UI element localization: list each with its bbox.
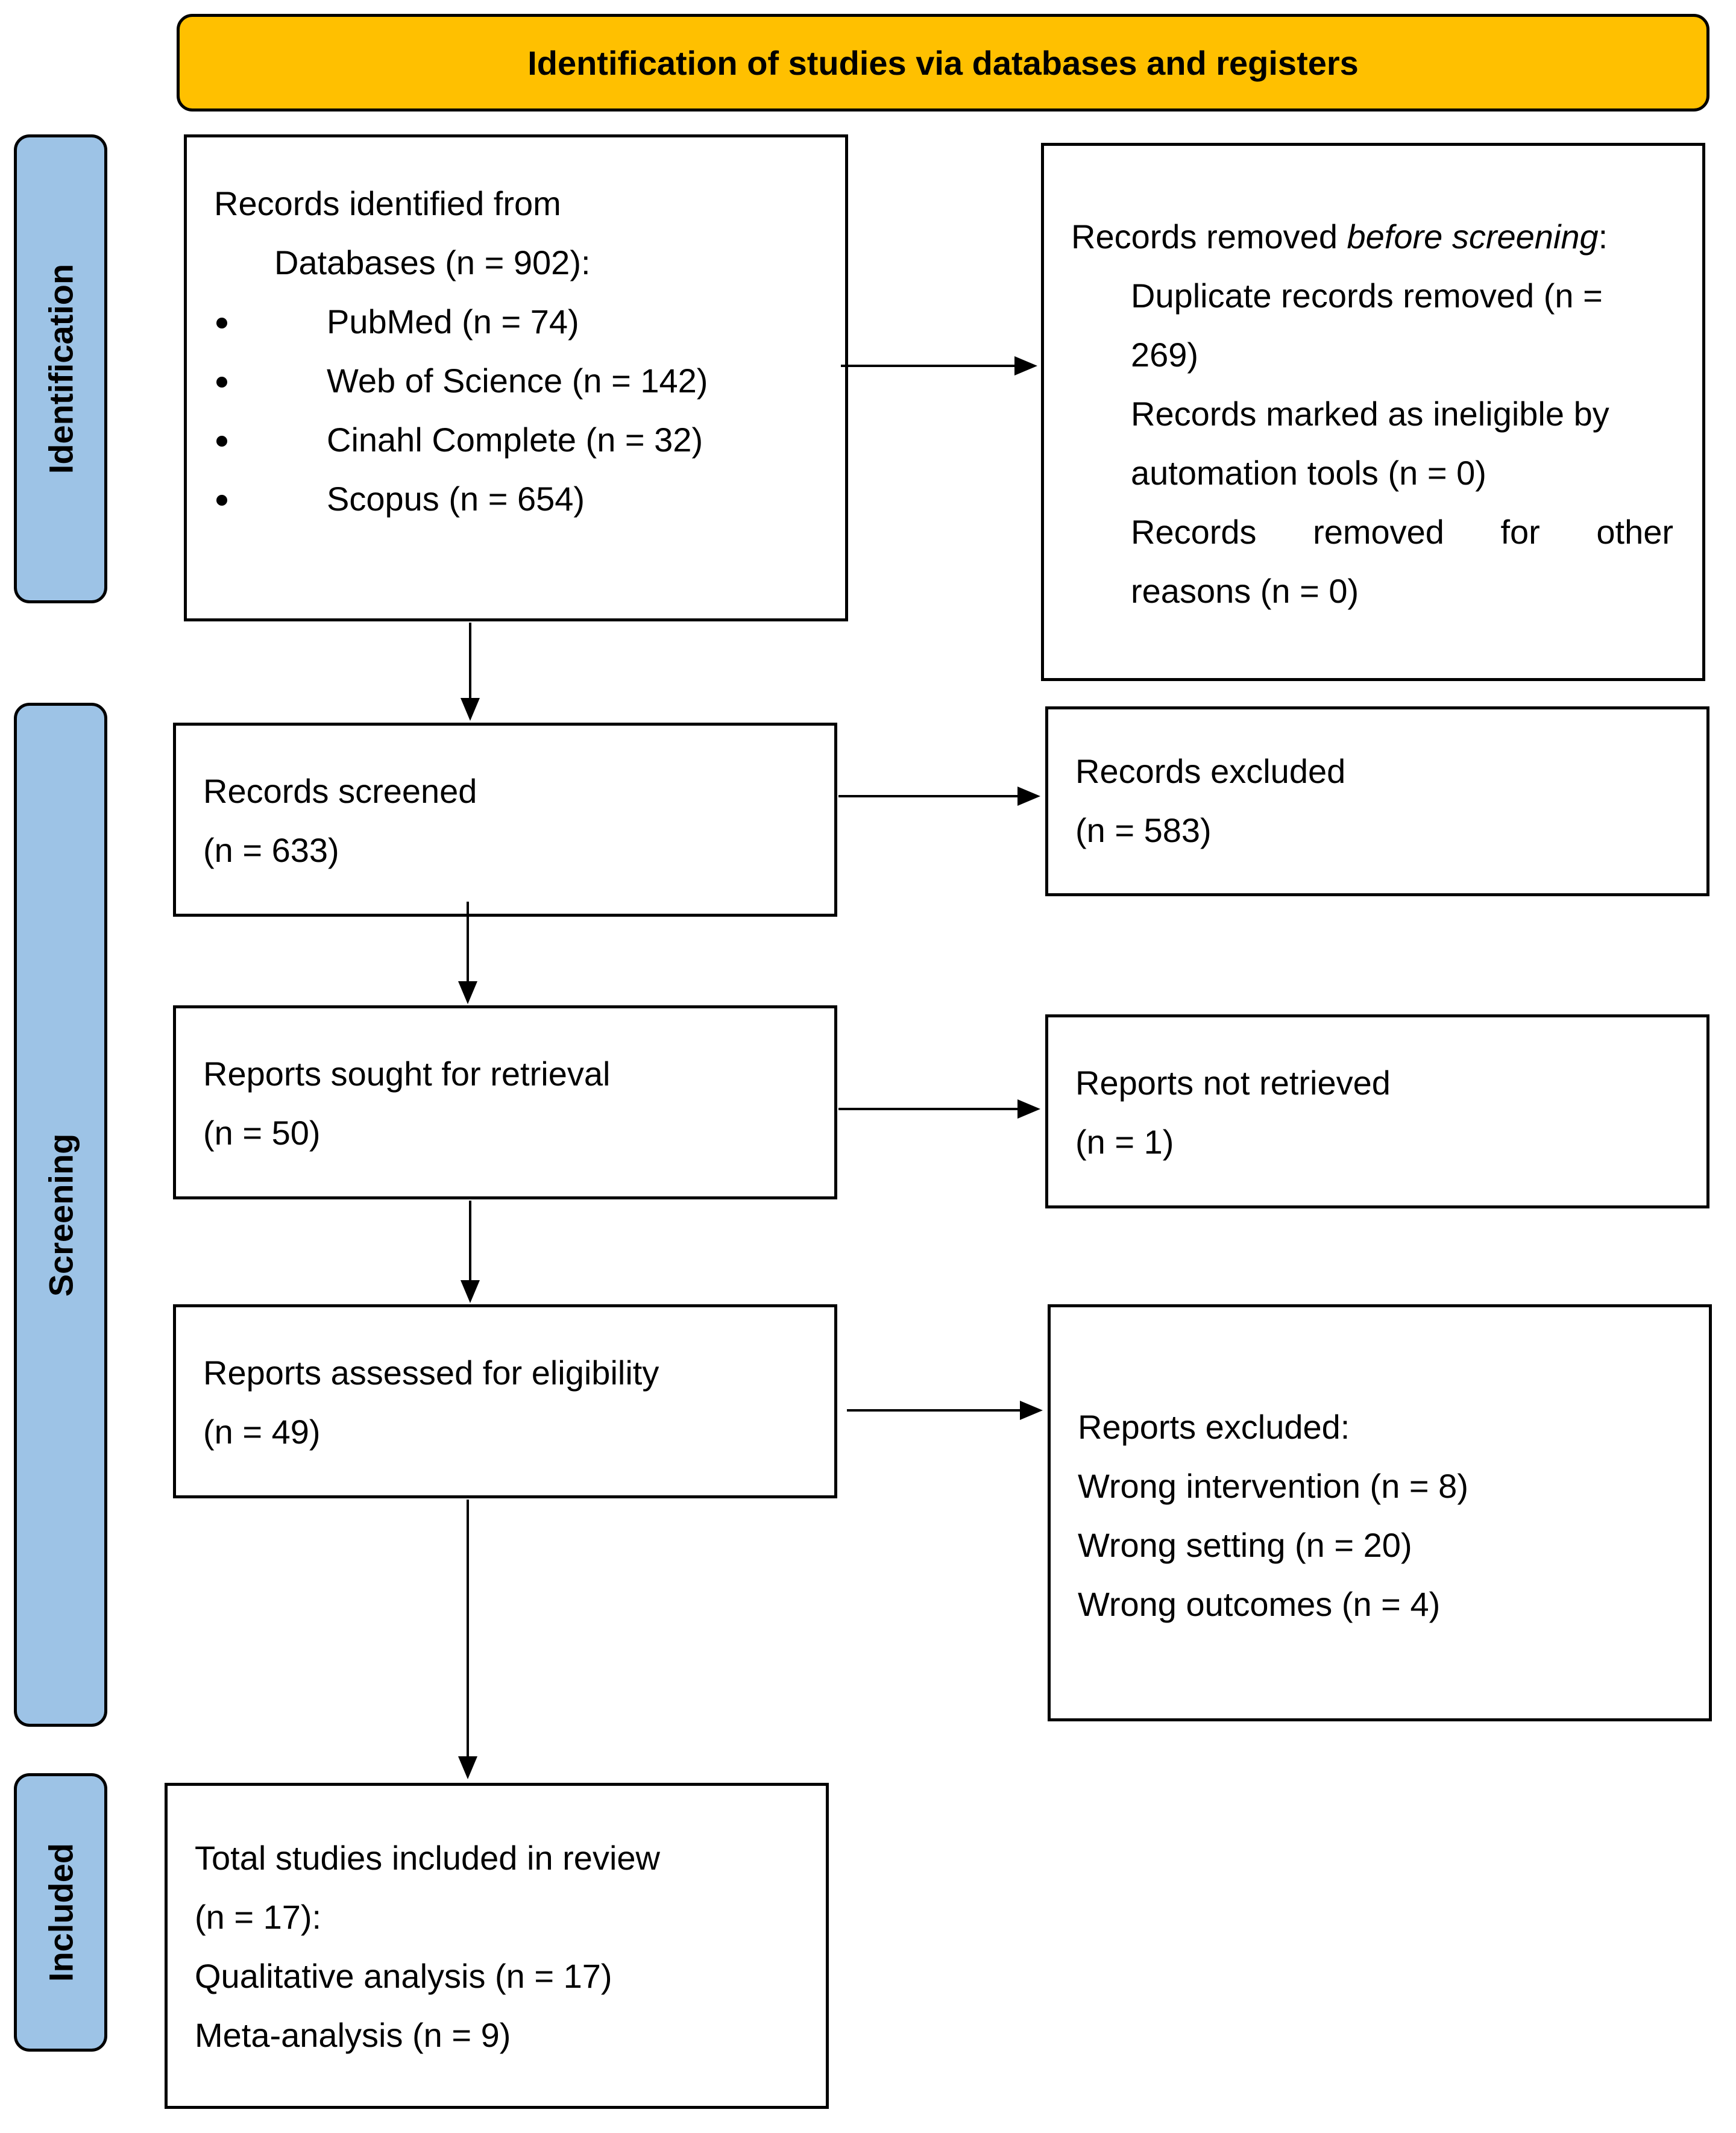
- phase-identification: Identification: [14, 134, 107, 603]
- arrowhead-icon: [461, 1280, 480, 1303]
- duplicates-line1: Duplicate records removed (n =: [1131, 277, 1603, 315]
- reports-excluded-box: [1048, 1304, 1712, 1721]
- header-banner: Identification of studies via databases …: [177, 14, 1709, 112]
- database-item: Scopus (n = 654): [327, 480, 585, 518]
- database-item: Cinahl Complete (n = 32): [327, 421, 703, 459]
- sought-label: Reports sought for retrieval: [203, 1055, 611, 1093]
- phase-included: Included: [14, 1773, 107, 2052]
- arrowhead-icon: [461, 698, 480, 721]
- database-item: Web of Science (n = 142): [327, 362, 708, 400]
- ineligible-line1: Records marked as ineligible by: [1131, 395, 1609, 433]
- not-retrieved-count: (n = 1): [1075, 1123, 1174, 1161]
- reports-excluded-reason: Wrong intervention (n = 8): [1078, 1467, 1468, 1505]
- included-qualitative: Qualitative analysis (n = 17): [195, 1957, 612, 1995]
- identified-line1: Records identified from: [214, 184, 561, 222]
- database-item: PubMed (n = 74): [327, 303, 579, 341]
- excluded-label: Records excluded: [1075, 752, 1346, 790]
- assessed-label: Reports assessed for eligibility: [203, 1354, 659, 1392]
- phase-screening: Screening: [14, 703, 107, 1727]
- other-word: other: [1596, 513, 1673, 551]
- records-excluded-box: [1045, 706, 1709, 896]
- included-line2: (n = 17):: [195, 1898, 322, 1936]
- bullet-icon: [216, 377, 227, 388]
- bullet-icon: [216, 318, 227, 328]
- records-screened-box: [173, 723, 837, 917]
- identified-line2: Databases (n = 902):: [274, 243, 591, 281]
- arrowhead-icon: [1017, 787, 1040, 806]
- reports-excluded-reason: Wrong setting (n = 20): [1078, 1526, 1412, 1564]
- other-line1: Records removed for other: [1131, 503, 1673, 562]
- removed-title: Records removed before screening:: [1071, 207, 1608, 266]
- other-word: Records: [1131, 513, 1257, 551]
- records-removed-box: [1041, 143, 1705, 681]
- screened-label: Records screened: [203, 772, 477, 810]
- not-retrieved-label: Reports not retrieved: [1075, 1064, 1391, 1102]
- reports-excluded-title: Reports excluded:: [1078, 1408, 1350, 1446]
- reports-assessed-box: [173, 1304, 837, 1498]
- assessed-count: (n = 49): [203, 1413, 321, 1451]
- arrowhead-icon: [1017, 1099, 1040, 1119]
- header-title: Identification of studies via databases …: [527, 43, 1359, 82]
- included-line1: Total studies included in review: [195, 1839, 660, 1877]
- screened-count: (n = 633): [203, 831, 339, 869]
- excluded-count: (n = 583): [1075, 811, 1212, 849]
- removed-title-post: :: [1598, 218, 1608, 256]
- other-line2: reasons (n = 0): [1131, 572, 1359, 610]
- sought-count: (n = 50): [203, 1114, 321, 1152]
- removed-title-pre: Records removed: [1071, 218, 1347, 256]
- arrowhead-icon: [458, 1756, 477, 1779]
- reports-not-retrieved-box: [1045, 1014, 1709, 1208]
- bullet-icon: [216, 495, 227, 506]
- arrowhead-icon: [1020, 1401, 1043, 1420]
- removed-title-emphasis: before screening: [1347, 218, 1599, 256]
- studies-included-box: [165, 1783, 829, 2109]
- other-word: for: [1500, 513, 1540, 551]
- reports-excluded-reason: Wrong outcomes (n = 4): [1078, 1585, 1441, 1623]
- ineligible-line2: automation tools (n = 0): [1131, 454, 1486, 492]
- reports-sought-box: [173, 1005, 837, 1199]
- duplicates-line2: 269): [1131, 336, 1199, 374]
- other-word: removed: [1313, 513, 1444, 551]
- included-meta: Meta-analysis (n = 9): [195, 2016, 511, 2054]
- arrowhead-icon: [458, 981, 477, 1004]
- bullet-icon: [216, 436, 227, 447]
- arrowhead-icon: [1014, 356, 1037, 375]
- records-identified-box: [184, 134, 848, 621]
